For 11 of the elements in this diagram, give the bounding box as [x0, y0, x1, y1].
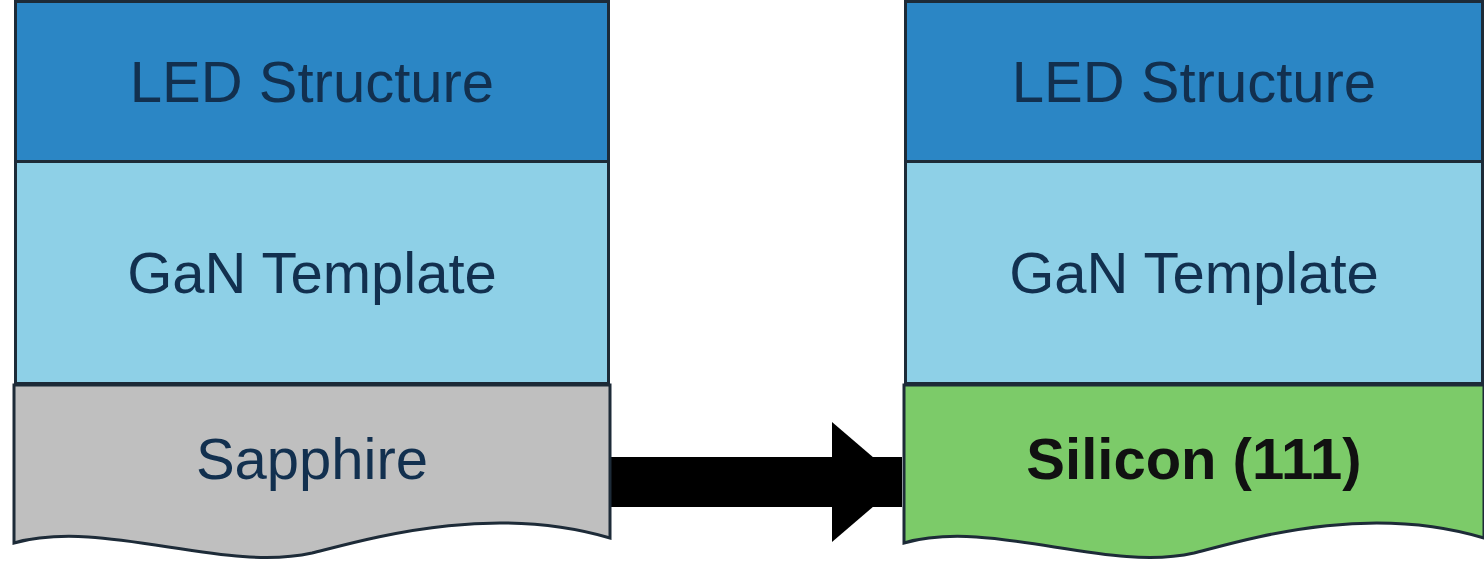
layer-band	[14, 3, 610, 163]
layer-label: GaN Template	[1009, 239, 1379, 306]
layer-label: GaN Template	[127, 239, 497, 306]
layer-label: LED Structure	[1011, 48, 1377, 115]
layer-band	[904, 163, 1484, 385]
arrow	[610, 422, 902, 542]
layer-label: Sapphire	[195, 425, 429, 492]
layer-band	[14, 163, 610, 385]
layer-label: LED Structure	[129, 48, 495, 115]
layer-band	[904, 3, 1484, 163]
layer-label: Silicon (111)	[1026, 425, 1362, 492]
